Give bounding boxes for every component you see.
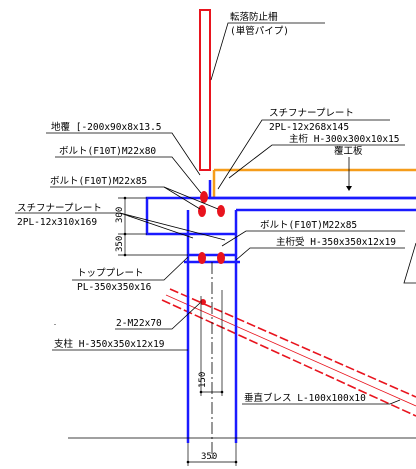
label-bolt-m22x80: ボルト(F10T)M22x80	[59, 146, 156, 157]
bolt	[200, 191, 208, 203]
label-stiffener-left: スチフナープレート	[17, 203, 102, 214]
label-stiffener-left-spec: 2PL-12x310x169	[17, 217, 97, 228]
main-girder-section	[145, 196, 416, 236]
ground-cover-channel	[208, 180, 416, 200]
label-cover-plate: 覆工板	[334, 145, 363, 157]
label-stiffener-top: スチフナープレート	[269, 108, 354, 119]
dim-350-horizontal: 350	[201, 452, 217, 462]
girder-support	[186, 234, 238, 262]
label-railing: 転落防止柵	[230, 11, 278, 23]
bolt	[200, 299, 206, 305]
main-girder-orange	[212, 168, 416, 198]
label-vertical-brace: 垂直ブレス L-100x100x10	[244, 392, 366, 404]
label-ground-cover: 地覆 [-200x90x8x13.5	[51, 121, 162, 133]
label-stiffener-top-spec: 2PL-12x268x145	[269, 122, 349, 133]
label-railing-sub: (単管パイプ)	[230, 25, 289, 37]
label-main-girder: 主桁 H-300x300x10x15	[289, 133, 400, 145]
railing-post	[199, 9, 211, 171]
brace-edge-top	[169, 288, 416, 398]
brace-edge-bottom	[161, 299, 416, 417]
label-bolt-m22x85-left: ボルト(F10T)M22x85	[50, 176, 147, 187]
label-column: 支柱 H-350x350x12x19	[54, 338, 165, 350]
bolt	[217, 252, 225, 264]
label-bolts-2m22: 2-M22x70	[116, 318, 162, 329]
leaders	[15, 22, 405, 405]
label-bolt-m22x85-right: ボルト(F10T)M22x85	[260, 220, 357, 231]
dim-150: 150	[198, 372, 208, 388]
dimension-lines	[118, 197, 237, 466]
bolts	[198, 191, 225, 305]
vertical-brace	[161, 288, 416, 417]
bolt	[217, 205, 225, 217]
dim-350-vertical: 350	[115, 236, 125, 252]
dimension-ticks	[123, 196, 238, 464]
bolt	[198, 205, 206, 217]
label-top-plate: トッププレート	[77, 268, 144, 279]
label-top-plate-spec: PL-350x350x16	[77, 282, 152, 293]
dim-300: 300	[115, 207, 125, 223]
bolt	[198, 252, 206, 264]
label-girder-support: 主桁受 H-350x350x12x19	[276, 236, 396, 248]
brace-centerline	[165, 294, 416, 407]
